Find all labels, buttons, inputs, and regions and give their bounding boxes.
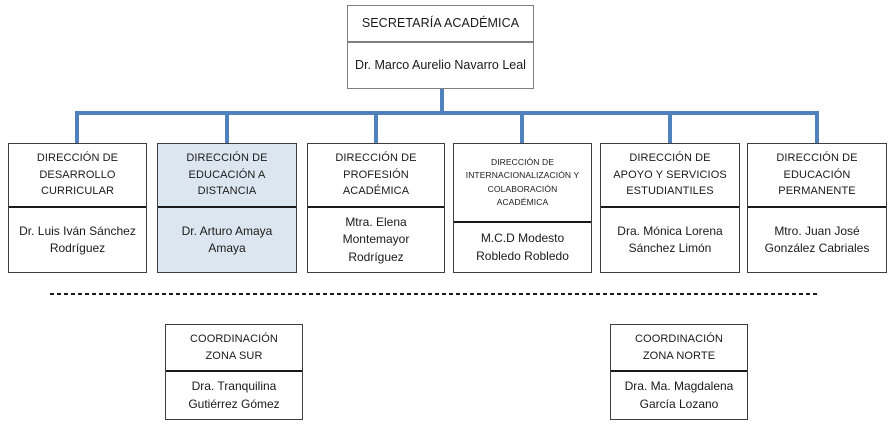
unit-title: DIRECCIÓN DE DESARROLLO CURRICULAR <box>9 144 146 208</box>
unit-head-name: Dra. Ma. Magdalena García Lozano <box>624 379 734 411</box>
unit-title: COORDINACIÓN ZONA SUR <box>166 325 302 372</box>
box-direccion-profesion-academica: DIRECCIÓN DE PROFESIÓN ACADÉMICA Mtra. E… <box>307 143 445 273</box>
dashed-separator <box>50 293 819 295</box>
box-direccion-internacionalizacion: DIRECCIÓN DE INTERNACIONALIZACIÓN Y COLA… <box>453 143 592 273</box>
connector-drop-3 <box>374 111 378 144</box>
unit-head-name: Mtra. Elena Montemayor Rodríguez <box>342 214 410 264</box>
box-direccion-desarrollo-curricular: DIRECCIÓN DE DESARROLLO CURRICULAR Dr. L… <box>8 143 147 273</box>
unit-title: SECRETARÍA ACADÉMICA <box>348 6 533 43</box>
box-coordinacion-zona-sur: COORDINACIÓN ZONA SUR Dra. Tranquilina G… <box>165 324 303 420</box>
box-coordinacion-zona-norte: COORDINACIÓN ZONA NORTE Dra. Ma. Magdale… <box>610 324 748 420</box>
unit-title: DIRECCIÓN DE EDUCACIÓN A DISTANCIA <box>158 144 296 208</box>
unit-title: DIRECCIÓN DE APOYO Y SERVICIOS ESTUDIANT… <box>601 144 739 208</box>
unit-head-name: M.C.D Modesto Robledo Robledo <box>476 231 569 263</box>
connector-drop-5 <box>668 111 672 144</box>
connector-drop-6 <box>815 111 819 144</box>
connector-drop-4 <box>520 111 524 144</box>
box-direccion-apoyo-servicios: DIRECCIÓN DE APOYO Y SERVICIOS ESTUDIANT… <box>600 143 740 273</box>
unit-head-name: Dr. Marco Aurelio Navarro Leal <box>355 58 526 73</box>
unit-head-name: Mtro. Juan José González Cabriales <box>764 223 870 255</box>
unit-head-name: Dra. Tranquilina Gutiérrez Gómez <box>188 379 280 411</box>
unit-head-name: Dr. Luis Iván Sánchez Rodríguez <box>19 223 136 255</box>
unit-head-name: Dr. Arturo Amaya Amaya <box>181 223 273 255</box>
unit-title: DIRECCIÓN DE EDUCACIÓN PERMANENTE <box>748 144 886 208</box>
unit-title: COORDINACIÓN ZONA NORTE <box>611 325 747 372</box>
unit-head-name: Dra. Mónica Lorena Sánchez Limón <box>617 223 723 255</box>
connector-trunk <box>440 89 444 112</box>
connector-bus <box>75 111 819 115</box>
unit-title: DIRECCIÓN DE PROFESIÓN ACADÉMICA <box>308 144 444 208</box>
box-direccion-educacion-distancia: DIRECCIÓN DE EDUCACIÓN A DISTANCIA Dr. A… <box>157 143 297 273</box>
box-direccion-educacion-permanente: DIRECCIÓN DE EDUCACIÓN PERMANENTE Mtro. … <box>747 143 887 273</box>
connector-drop-2 <box>225 111 229 144</box>
box-secretaria-academica: SECRETARÍA ACADÉMICA Dr. Marco Aurelio N… <box>347 5 534 89</box>
connector-drop-1 <box>75 111 79 144</box>
unit-title: DIRECCIÓN DE INTERNACIONALIZACIÓN Y COLA… <box>454 144 591 223</box>
